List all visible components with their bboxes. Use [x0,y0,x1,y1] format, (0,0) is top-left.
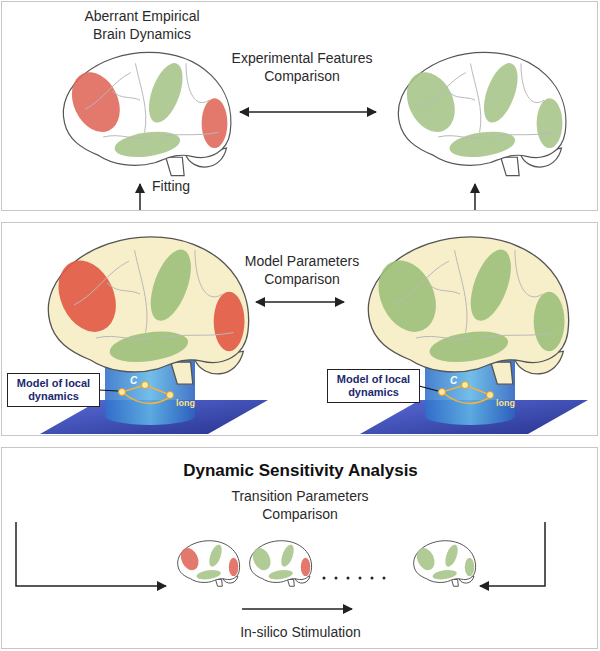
transition-brain [177,541,239,587]
transition-brain [414,541,476,587]
transition-brain [432,569,457,581]
healthy-brain [537,98,563,148]
aberrant-brain [202,98,228,148]
model-term-label: long [496,399,515,409]
process-box: Model of local dynamics [327,369,420,403]
ellipsis-dots [323,577,326,580]
bracket-arrow [16,522,166,586]
local-network [167,392,174,399]
panel-label: Fitting [152,178,242,196]
ellipsis-dots [383,577,386,580]
panel-label: Transition Parameters Comparison [220,488,380,523]
ellipsis-dots [323,577,386,580]
model-term-label: C [450,375,457,386]
leader-line [419,386,438,391]
local-network [487,392,494,399]
box-label: Model of local dynamics [332,373,415,399]
local-network [462,382,469,389]
transition-brain [413,541,475,587]
transition-brain [465,558,475,576]
panel-label: In-silico Stimulation [182,624,419,642]
transition-brain [301,558,311,576]
model-brain [394,250,554,340]
ellipsis-dots [335,577,338,580]
transition-brain [207,543,224,568]
comparison-arrow [256,301,344,303]
leader-line [99,390,118,391]
process-box: Model of local dynamics [7,373,100,407]
model-term-label: long [176,399,195,409]
model-brain [428,327,510,366]
transition-brain [268,569,293,581]
aberrant-brain [142,59,189,127]
model-brain [74,250,234,340]
transition-brain [279,543,296,568]
local-network [122,392,170,403]
ellipsis-dots [371,577,374,580]
transition-brain [178,541,240,587]
local-network [119,389,126,396]
panel-label: Model Parameters Comparison [232,253,372,288]
local-network [119,382,174,404]
healthy-brain [448,128,517,161]
healthy-brain [477,59,524,127]
transition-brain [443,543,460,568]
transition-brain [177,545,202,573]
panel-label: Experimental Features Comparison [222,50,382,85]
ellipsis-dots [347,577,350,580]
model-brain [47,237,248,384]
model-brain [534,292,565,351]
transition-brain [196,569,221,581]
transition-brain [250,541,312,587]
model-brain [463,244,520,326]
model-brain [108,327,190,366]
fitting-arrow [474,184,476,210]
model-brain [214,292,245,351]
transition-brain [249,541,311,587]
bracket-arrow [480,522,545,586]
fitting-arrow [139,184,141,210]
model-term-label: C [130,375,137,386]
aberrant-brain [63,52,231,175]
ellipsis-dots [359,577,362,580]
model-brain [143,244,200,326]
local-network [442,392,490,403]
stimulation-arrow [242,608,352,610]
aberrant-brain [85,63,218,138]
model-brain [367,237,568,384]
section-heading: Dynamic Sensitivity Analysis [52,460,549,481]
transition-brain [249,545,274,573]
comparison-arrow [240,111,376,113]
panel-band: Aberrant Empirical Brain DynamicsExperim… [1,1,598,211]
panel-label: Aberrant Empirical Brain Dynamics [67,8,217,43]
healthy-brain [398,52,566,175]
panel-band: Dynamic Sensitivity AnalysisTransition P… [1,447,598,649]
aberrant-brain [63,52,231,175]
local-network [142,382,149,389]
local-network [439,382,494,404]
local-network [439,389,446,396]
model-brain [48,237,248,384]
transition-brain [229,558,239,576]
transition-brain [413,545,438,573]
box-label: Model of local dynamics [12,377,95,403]
model-brain [368,237,568,384]
healthy-brain [398,52,566,175]
healthy-brain [420,63,553,138]
aberrant-brain [113,128,182,161]
